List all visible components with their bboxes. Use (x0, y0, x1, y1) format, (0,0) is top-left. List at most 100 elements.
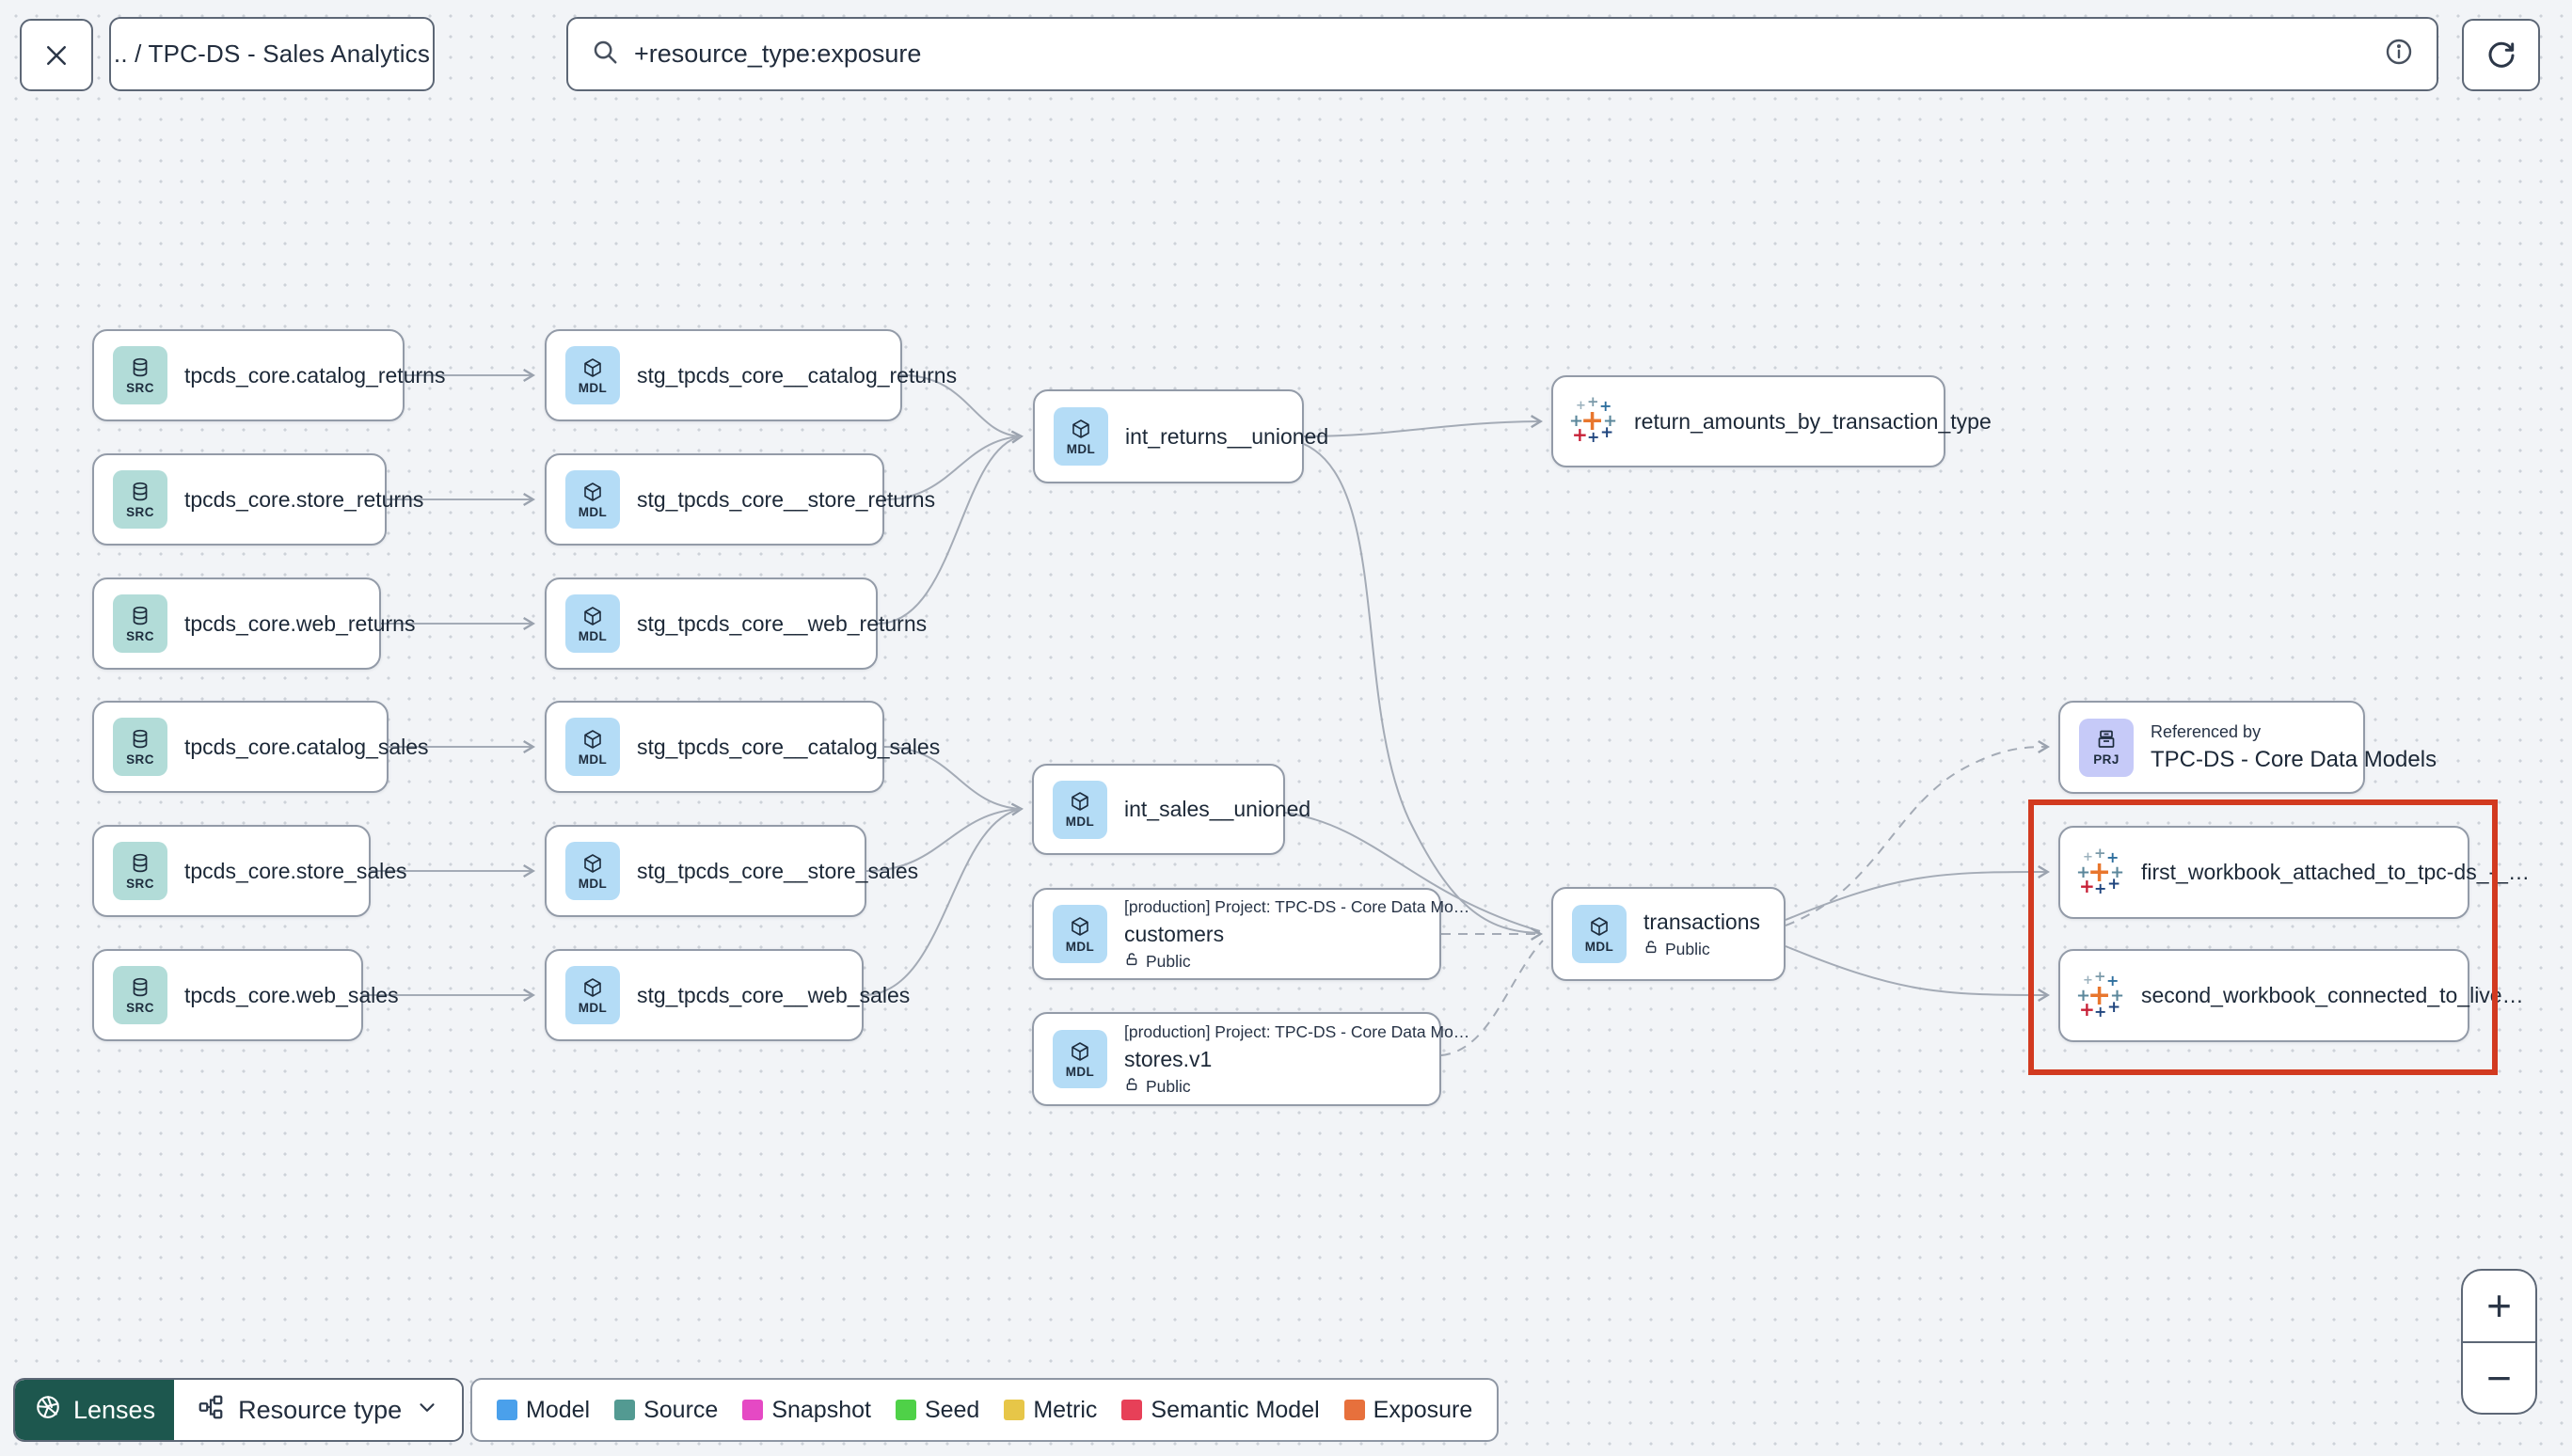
node-source-store-returns[interactable]: SRC tpcds_core.store_returns (92, 453, 423, 546)
model-badge: MDL (565, 842, 620, 900)
legend-swatch (1004, 1400, 1025, 1420)
org-chart-icon (197, 1393, 225, 1428)
legend-item-seed: Seed (895, 1397, 979, 1424)
node-label: tpcds_core.catalog_returns (184, 362, 446, 388)
database-icon (129, 356, 151, 379)
zoom-in-button[interactable]: + (2463, 1271, 2535, 1343)
breadcrumb[interactable]: .. / TPC-DS - Sales Analytics (109, 17, 435, 91)
cube-icon (1069, 1040, 1091, 1063)
node-label: stg_tpcds_core__catalog_returns (637, 362, 958, 388)
node-label: tpcds_core.store_returns (184, 486, 424, 512)
model-badge: MDL (1054, 407, 1108, 466)
legend-swatch (497, 1400, 517, 1420)
tableau-icon: + + + + + + + + + (1569, 393, 1618, 446)
node-referenced-by-project[interactable]: PRJ Referenced by TPC-DS - Core Data Mod… (2058, 701, 2437, 794)
node-label: first_workbook_attached_to_tpc-ds_-_… (2141, 860, 2530, 884)
legend-swatch (742, 1400, 764, 1420)
node-label: stg_tpcds_core__catalog_sales (637, 734, 941, 759)
tableau-icon: + + + + + + + + + (2076, 967, 2125, 1021)
node-label: tpcds_core.catalog_sales (184, 734, 429, 759)
chevron-down-icon (415, 1395, 439, 1426)
node-stg-catalog-returns[interactable]: MDL stg_tpcds_core__catalog_returns (545, 329, 957, 421)
cube-icon (581, 356, 604, 379)
cube-icon (581, 852, 604, 875)
access-label: Public (1146, 1076, 1191, 1096)
node-label: stg_tpcds_core__store_sales (637, 858, 919, 883)
source-badge: SRC (113, 842, 167, 900)
cube-icon (581, 605, 604, 627)
node-label: transactions (1643, 909, 1761, 934)
source-badge: SRC (113, 718, 167, 776)
legend-swatch (1121, 1400, 1143, 1420)
model-badge: MDL (565, 966, 620, 1024)
node-stg-web-sales[interactable]: MDL stg_tpcds_core__web_sales (545, 949, 910, 1041)
node-stg-catalog-sales[interactable]: MDL stg_tpcds_core__catalog_sales (545, 701, 940, 793)
legend-item-snapshot: Snapshot (742, 1397, 871, 1424)
close-button[interactable] (20, 19, 93, 91)
referenced-project-name: TPC-DS - Core Data Models (2151, 746, 2437, 772)
source-badge: SRC (113, 966, 167, 1024)
refresh-button[interactable] (2462, 19, 2540, 91)
project-context: [production] Project: TPC-DS - Core Data… (1124, 896, 1470, 916)
node-exposure-second-workbook[interactable]: + + + + + + + + + second_workbook_connec… (2058, 949, 2524, 1042)
legend-item-source: Source (614, 1397, 718, 1424)
database-icon (129, 728, 151, 751)
node-stg-store-sales[interactable]: MDL stg_tpcds_core__store_sales (545, 825, 918, 917)
model-badge: MDL (1053, 905, 1107, 963)
aperture-icon (34, 1393, 62, 1428)
cube-icon (1070, 418, 1092, 440)
legend-item-model: Model (497, 1397, 590, 1424)
lenses-button[interactable]: Lenses (15, 1380, 175, 1440)
node-source-catalog-returns[interactable]: SRC tpcds_core.catalog_returns (92, 329, 445, 421)
node-label: stg_tpcds_core__store_returns (637, 486, 936, 512)
node-label: int_sales__unioned (1124, 797, 1311, 821)
node-customers[interactable]: MDL [production] Project: TPC-DS - Core … (1032, 888, 1469, 980)
node-stg-web-returns[interactable]: MDL stg_tpcds_core__web_returns (545, 578, 927, 670)
referenced-by-label: Referenced by (2151, 721, 2262, 741)
node-exposure-first-workbook[interactable]: + + + + + + + + + first_workbook_attache… (2058, 826, 2530, 919)
legend-item-exposure: Exposure (1343, 1397, 1472, 1424)
node-int-returns-unioned[interactable]: MDL int_returns__unioned (1033, 389, 1328, 483)
model-badge: MDL (1053, 780, 1107, 839)
node-int-sales-unioned[interactable]: MDL int_sales__unioned (1032, 764, 1310, 855)
node-label: return_amounts_by_transaction_type (1634, 408, 1992, 434)
node-label: customers (1124, 921, 1225, 946)
node-source-catalog-sales[interactable]: SRC tpcds_core.catalog_sales (92, 701, 429, 793)
model-badge: MDL (1572, 905, 1627, 963)
node-label: stores.v1 (1124, 1046, 1213, 1071)
resource-type-label: Resource type (238, 1395, 403, 1424)
cube-icon (581, 976, 604, 999)
model-badge: MDL (565, 346, 620, 404)
info-icon[interactable] (2384, 37, 2414, 71)
legend-swatch (614, 1400, 636, 1420)
search-icon (591, 38, 619, 71)
search-input[interactable] (634, 40, 2369, 69)
project-context: [production] Project: TPC-DS - Core Data… (1124, 1021, 1470, 1041)
node-transactions[interactable]: MDL transactions Public (1551, 887, 1786, 981)
node-source-store-sales[interactable]: SRC tpcds_core.store_sales (92, 825, 407, 917)
cube-icon (1069, 915, 1091, 938)
minus-icon: − (2486, 1353, 2512, 1402)
node-source-web-returns[interactable]: SRC tpcds_core.web_returns (92, 578, 415, 670)
node-stg-store-returns[interactable]: MDL stg_tpcds_core__store_returns (545, 453, 935, 546)
zoom-out-button[interactable]: − (2463, 1343, 2535, 1414)
breadcrumb-label: .. / TPC-DS - Sales Analytics (113, 40, 431, 68)
unlock-icon (1124, 1077, 1139, 1097)
database-icon (129, 976, 151, 999)
database-icon (129, 852, 151, 875)
archive-icon (2095, 728, 2118, 751)
node-stores-v1[interactable]: MDL [production] Project: TPC-DS - Core … (1032, 1012, 1469, 1106)
cube-icon (581, 728, 604, 751)
search-bar[interactable] (566, 17, 2438, 91)
lenses-label: Lenses (73, 1395, 156, 1424)
cube-icon (1069, 790, 1091, 813)
access-label: Public (1665, 939, 1710, 958)
source-badge: SRC (113, 594, 167, 653)
resource-type-dropdown[interactable]: Resource type (174, 1380, 463, 1440)
unlock-icon (1124, 952, 1139, 972)
source-badge: SRC (113, 346, 167, 404)
node-exposure-return-amounts[interactable]: + + + + + + + + + return_amounts_by_tran… (1551, 375, 1992, 467)
node-source-web-sales[interactable]: SRC tpcds_core.web_sales (92, 949, 399, 1041)
legend-swatch (895, 1400, 916, 1420)
